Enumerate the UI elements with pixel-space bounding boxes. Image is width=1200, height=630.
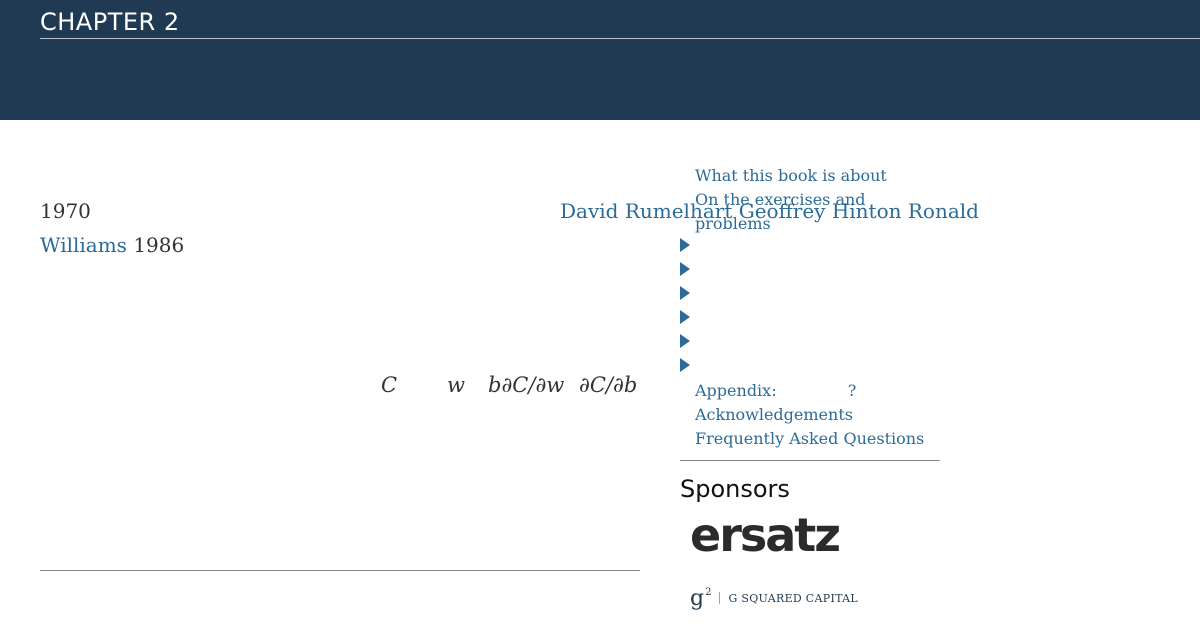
- author-links: David Rumelhart Geoffrey Hinton Ronald: [560, 199, 979, 223]
- g-squared-capital-logo[interactable]: g2 G SQUARED CAPITAL: [690, 583, 858, 613]
- author-link-hinton[interactable]: Geoffrey Hinton: [738, 199, 902, 223]
- year-1970: 1970: [40, 199, 91, 223]
- author-link-ronald[interactable]: Ronald: [907, 199, 979, 223]
- math-weight: w: [447, 373, 465, 397]
- sidebar-divider: [680, 460, 940, 461]
- triangle-right-icon[interactable]: [680, 262, 690, 276]
- author-link-williams[interactable]: Williams: [40, 233, 127, 257]
- g2-name: G SQUARED CAPITAL: [728, 591, 859, 605]
- year-1986: 1986: [133, 233, 185, 257]
- chapter-title: CHAPTER 2: [40, 8, 180, 36]
- williams-line: Williams 1986: [40, 233, 184, 257]
- toc-link-about[interactable]: What this book is about: [695, 166, 887, 185]
- triangle-right-icon[interactable]: [680, 358, 690, 372]
- toc-link-exercises[interactable]: On the exercises and problems: [695, 190, 866, 233]
- toc-link-appendix[interactable]: Appendix: ?: [695, 381, 857, 400]
- triangle-right-icon[interactable]: [680, 310, 690, 324]
- toc-link-faq[interactable]: Frequently Asked Questions: [695, 429, 925, 448]
- content-divider: [40, 570, 640, 571]
- triangle-right-icon[interactable]: [680, 286, 690, 300]
- ersatz-logo[interactable]: ersatz: [690, 508, 841, 562]
- triangle-right-icon[interactable]: [680, 238, 690, 252]
- math-dc-db: ∂C/∂b: [579, 373, 638, 397]
- math-dc-dw: b∂C/∂w: [488, 373, 565, 397]
- author-link-rumelhart[interactable]: David Rumelhart: [560, 199, 733, 223]
- logo-divider: [719, 592, 721, 604]
- triangle-right-icon[interactable]: [680, 334, 690, 348]
- page-header: CHAPTER 2: [0, 0, 1200, 120]
- sponsors-heading: Sponsors: [680, 475, 790, 503]
- g2-mark-icon: g2: [690, 585, 712, 611]
- toc-link-acknowledgements[interactable]: Acknowledgements: [695, 405, 853, 424]
- math-cost: C: [381, 373, 398, 397]
- header-divider: [40, 38, 1200, 39]
